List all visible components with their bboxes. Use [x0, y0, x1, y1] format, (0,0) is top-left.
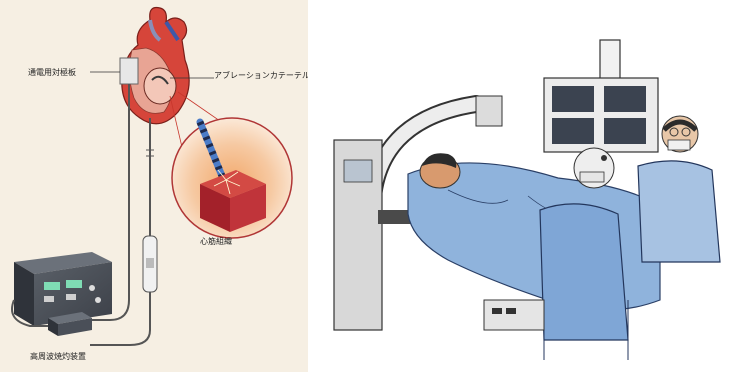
- ablation-diagram: 通電用対極板 アブレーションカテーテル: [0, 0, 308, 372]
- base-panel: [344, 160, 372, 182]
- operating-room-panel: [308, 0, 737, 372]
- ablation-catheter-label: アブレーションカテーテル: [214, 70, 308, 80]
- floor-unit: [484, 300, 544, 330]
- floor-unit-dial-2: [506, 308, 516, 314]
- dispersive-plate-label: 通電用対極板: [28, 67, 76, 77]
- operating-room-illustration: [308, 0, 737, 372]
- patient-head: [420, 153, 460, 188]
- rf-generator-label: 高周波焼灼装置: [30, 351, 86, 361]
- dispersive-plate: [120, 58, 138, 84]
- monitor-bank: [544, 78, 658, 152]
- magnified-view: [172, 118, 292, 238]
- xray-detector: [476, 96, 502, 126]
- myocardial-tissue-label: 心筋組織: [200, 236, 232, 246]
- floor-unit-dial: [492, 308, 502, 314]
- ablation-diagram-panel: 通電用対極板 アブレーションカテーテル: [0, 0, 308, 372]
- rf-generator: [14, 252, 112, 326]
